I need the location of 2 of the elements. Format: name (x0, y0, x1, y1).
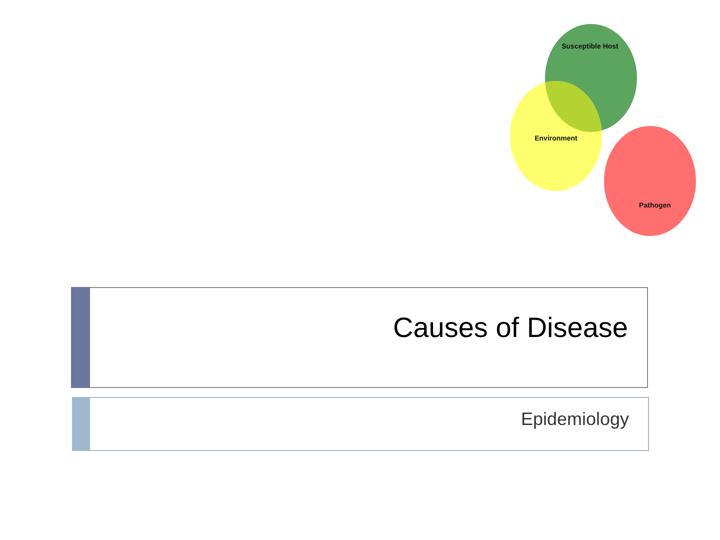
subtitle: Epidemiology (520, 409, 629, 430)
title: Causes of Disease (392, 312, 628, 344)
